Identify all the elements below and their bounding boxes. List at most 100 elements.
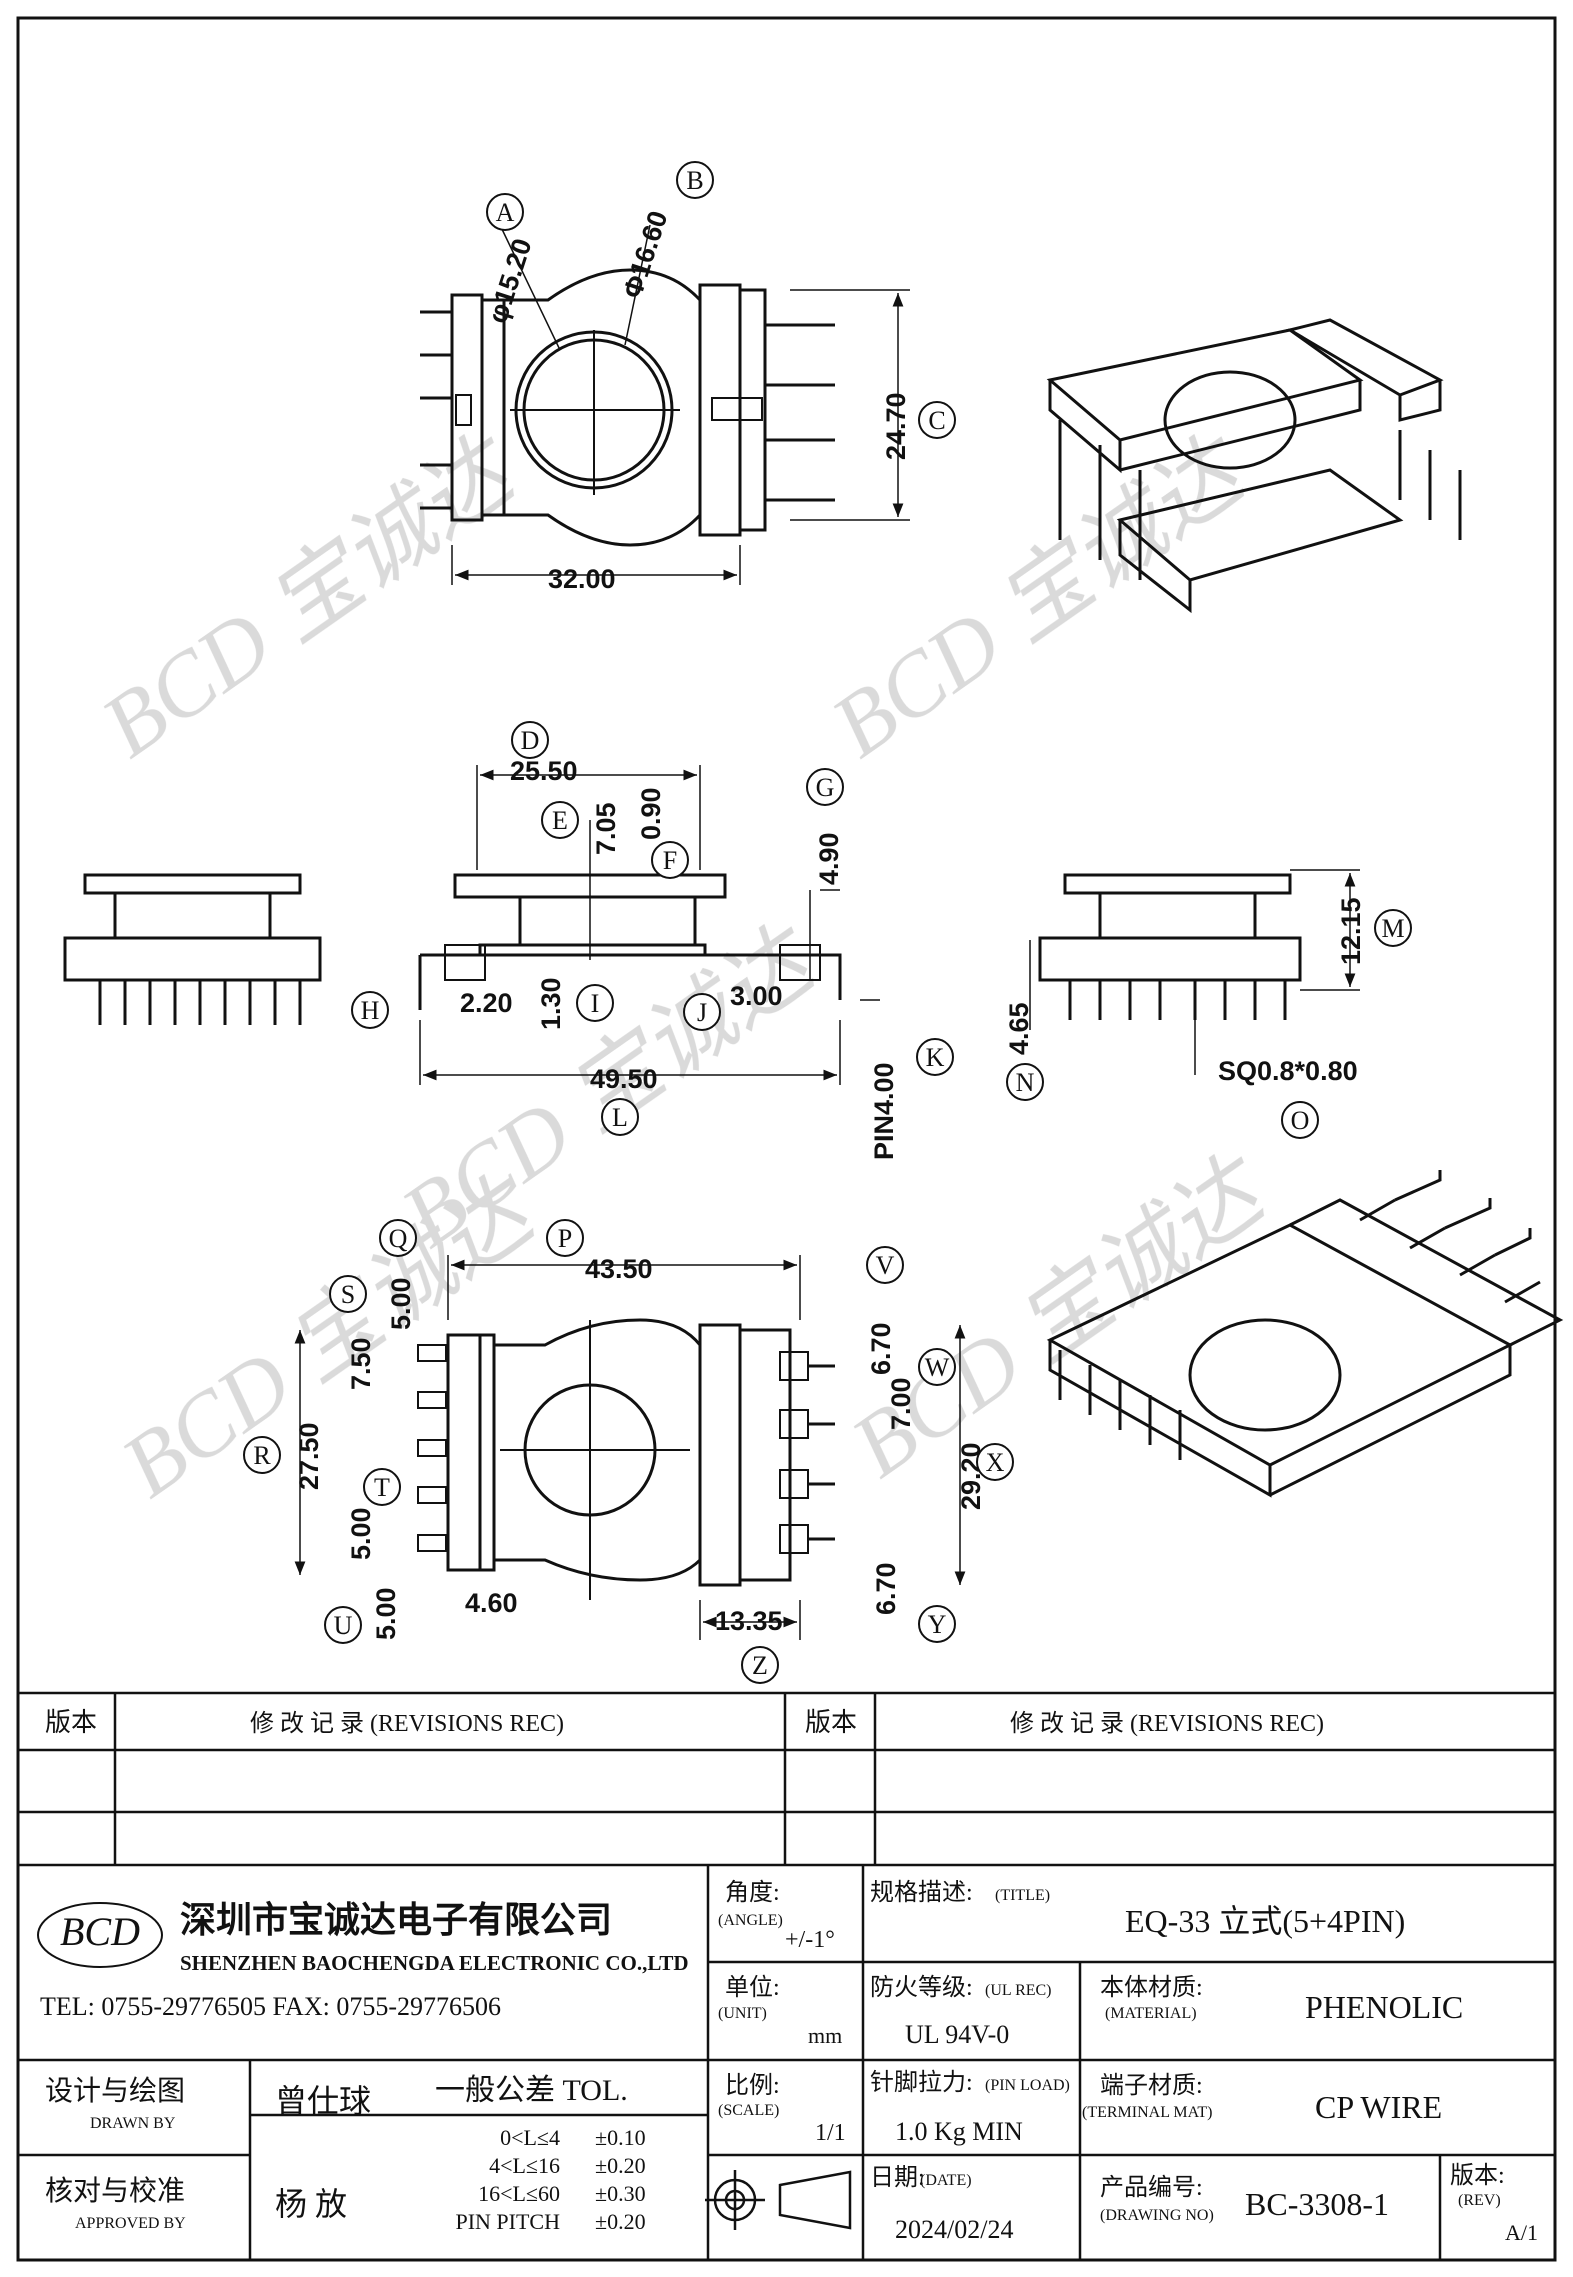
callout-j: J	[683, 993, 721, 1031]
svg-text:针脚拉力:: 针脚拉力:	[870, 2069, 973, 2096]
svg-text:1/1: 1/1	[815, 2120, 846, 2146]
svg-text:6.70: 6.70	[866, 1322, 896, 1375]
rev-header-a: 版本	[45, 1708, 97, 1737]
approved-by: 杨 放	[275, 2186, 347, 2222]
svg-text:5.00: 5.00	[346, 1507, 376, 1560]
svg-text:BCD 宝诚达: BCD 宝诚达	[85, 419, 537, 777]
material-value: PHENOLIC	[1305, 1989, 1463, 2025]
svg-text:APPROVED BY: APPROVED BY	[75, 2215, 186, 2232]
svg-text:I: I	[591, 989, 600, 1018]
svg-text:比例:: 比例:	[725, 2072, 780, 2099]
callout-m: M	[1374, 909, 1412, 947]
svg-text:J: J	[697, 998, 707, 1027]
left-side-view	[63, 873, 322, 1025]
svg-text:R: R	[253, 1441, 271, 1470]
svg-text:产品编号:: 产品编号:	[1100, 2174, 1203, 2201]
svg-text:±0.30: ±0.30	[595, 2181, 646, 2206]
terminal-value: CP WIRE	[1315, 2089, 1442, 2125]
svg-text:1.0 Kg MIN: 1.0 Kg MIN	[895, 2117, 1023, 2146]
svg-text:M: M	[1381, 914, 1404, 943]
svg-text:F: F	[663, 846, 677, 875]
svg-text:L: L	[612, 1103, 628, 1132]
svg-text:13.35: 13.35	[715, 1606, 783, 1636]
top-view-labels: 32.00 24.70 φ15.20 Φ16.60	[482, 207, 911, 594]
svg-text:O: O	[1291, 1106, 1310, 1135]
callout-b: B	[676, 161, 714, 199]
svg-text:防火等级:: 防火等级:	[870, 1974, 973, 2001]
svg-text:5.00: 5.00	[386, 1277, 416, 1330]
svg-text:0<L≤4: 0<L≤4	[500, 2125, 560, 2150]
svg-text:4<L≤16: 4<L≤16	[489, 2153, 560, 2178]
svg-text:(DATE): (DATE)	[920, 2172, 972, 2189]
svg-text:(TITLE): (TITLE)	[995, 1887, 1050, 1904]
callout-g: G	[806, 768, 844, 806]
svg-text:SQ0.8*0.80: SQ0.8*0.80	[1218, 1056, 1358, 1086]
tolerance-table: 0<L≤4 ±0.10 4<L≤16 ±0.20 16<L≤60 ±0.30 P…	[455, 2125, 645, 2234]
svg-text:BCD 宝诚达: BCD 宝诚达	[815, 419, 1267, 777]
svg-text:设计与绘图: 设计与绘图	[45, 2075, 185, 2107]
drawing-number: BC-3308-1	[1245, 2186, 1389, 2222]
callout-c: C	[918, 401, 956, 439]
svg-text:PIN PITCH: PIN PITCH	[455, 2209, 560, 2234]
sheet-border	[16, 16, 1557, 2262]
svg-text:规格描述:: 规格描述:	[870, 1879, 973, 1906]
svg-text:24.70: 24.70	[881, 392, 911, 460]
callout-h: H	[351, 991, 389, 1029]
svg-text:(TERMINAL MAT): (TERMINAL MAT)	[1082, 2104, 1213, 2121]
rev-header-b: 修 改 记 录 (REVISIONS REC)	[250, 1710, 564, 1737]
callout-bubbles-top: A B C	[486, 161, 956, 439]
date-value: 2024/02/24	[895, 2215, 1013, 2244]
callout-e: E	[541, 801, 579, 839]
drawn-by: 曾仕球	[275, 2083, 371, 2119]
company-name-cn: 深圳市宝诚达电子有限公司	[180, 1900, 612, 1940]
callout-f: F	[651, 841, 689, 879]
revision-value: A/1	[1505, 2220, 1538, 2245]
svg-text:BCD: BCD	[60, 1909, 140, 1954]
svg-text:BCD 宝诚达: BCD 宝诚达	[105, 1159, 557, 1517]
svg-text:Z: Z	[752, 1651, 768, 1680]
svg-text:端子材质:: 端子材质:	[1100, 2072, 1203, 2099]
svg-text:D: D	[521, 726, 540, 755]
svg-text:日期:: 日期:	[870, 2165, 925, 2191]
callout-p: P	[546, 1219, 584, 1257]
bottom-view	[294, 1255, 966, 1640]
svg-text:49.50: 49.50	[590, 1064, 658, 1094]
svg-text:PIN4.00: PIN4.00	[869, 1062, 899, 1160]
callout-s: S	[329, 1275, 367, 1313]
svg-text:Y: Y	[928, 1610, 947, 1639]
front-view-labels: 25.50 7.05 0.90 4.90 2.20 1.30 3.00 PIN4…	[460, 756, 899, 1160]
svg-text:P: P	[558, 1224, 572, 1253]
callout-n: N	[1006, 1063, 1044, 1101]
svg-text:Q: Q	[389, 1224, 408, 1253]
callout-bubbles-bottom: P Q R S T U V W X Y Z	[243, 1219, 1014, 1684]
svg-text:Φ16.60: Φ16.60	[617, 207, 673, 302]
svg-text:mm: mm	[808, 2023, 842, 2048]
svg-text:DRAWN BY: DRAWN BY	[90, 2115, 176, 2132]
svg-text:27.50: 27.50	[294, 1422, 324, 1490]
svg-text:4.65: 4.65	[1004, 1002, 1034, 1055]
iso-view-bottom	[1046, 1170, 1564, 1498]
svg-text:+/-1°: +/-1°	[785, 1927, 835, 1953]
title-value: EQ-33 立式(5+4PIN)	[1125, 1903, 1405, 1939]
iso-view-top	[1046, 318, 1462, 614]
svg-text:25.50: 25.50	[510, 756, 578, 786]
callout-bubbles-front: D E F G H I J K L	[351, 721, 954, 1136]
svg-text:K: K	[926, 1043, 945, 1072]
company-logo: BCD	[37, 1902, 163, 1968]
svg-text:(SCALE): (SCALE)	[718, 2102, 779, 2119]
company-name-en: SHENZHEN BAOCHENGDA ELECTRONIC CO.,LTD	[180, 1951, 689, 1975]
callout-i: I	[576, 984, 614, 1022]
svg-text:(MATERIAL): (MATERIAL)	[1105, 2005, 1197, 2022]
svg-text:5.00: 5.00	[371, 1587, 401, 1640]
svg-text:UL 94V-0: UL 94V-0	[905, 2020, 1009, 2049]
svg-text:V: V	[876, 1251, 895, 1280]
svg-text:7.00: 7.00	[886, 1377, 916, 1430]
rev-header-c: 版本	[805, 1708, 857, 1737]
front-view	[418, 765, 880, 1085]
svg-text:(ANGLE): (ANGLE)	[718, 1912, 783, 1929]
callout-u: U	[324, 1606, 362, 1644]
callout-a: A	[486, 193, 524, 231]
svg-text:N: N	[1016, 1068, 1035, 1097]
svg-text:一般公差 TOL.: 一般公差 TOL.	[435, 2074, 628, 2107]
